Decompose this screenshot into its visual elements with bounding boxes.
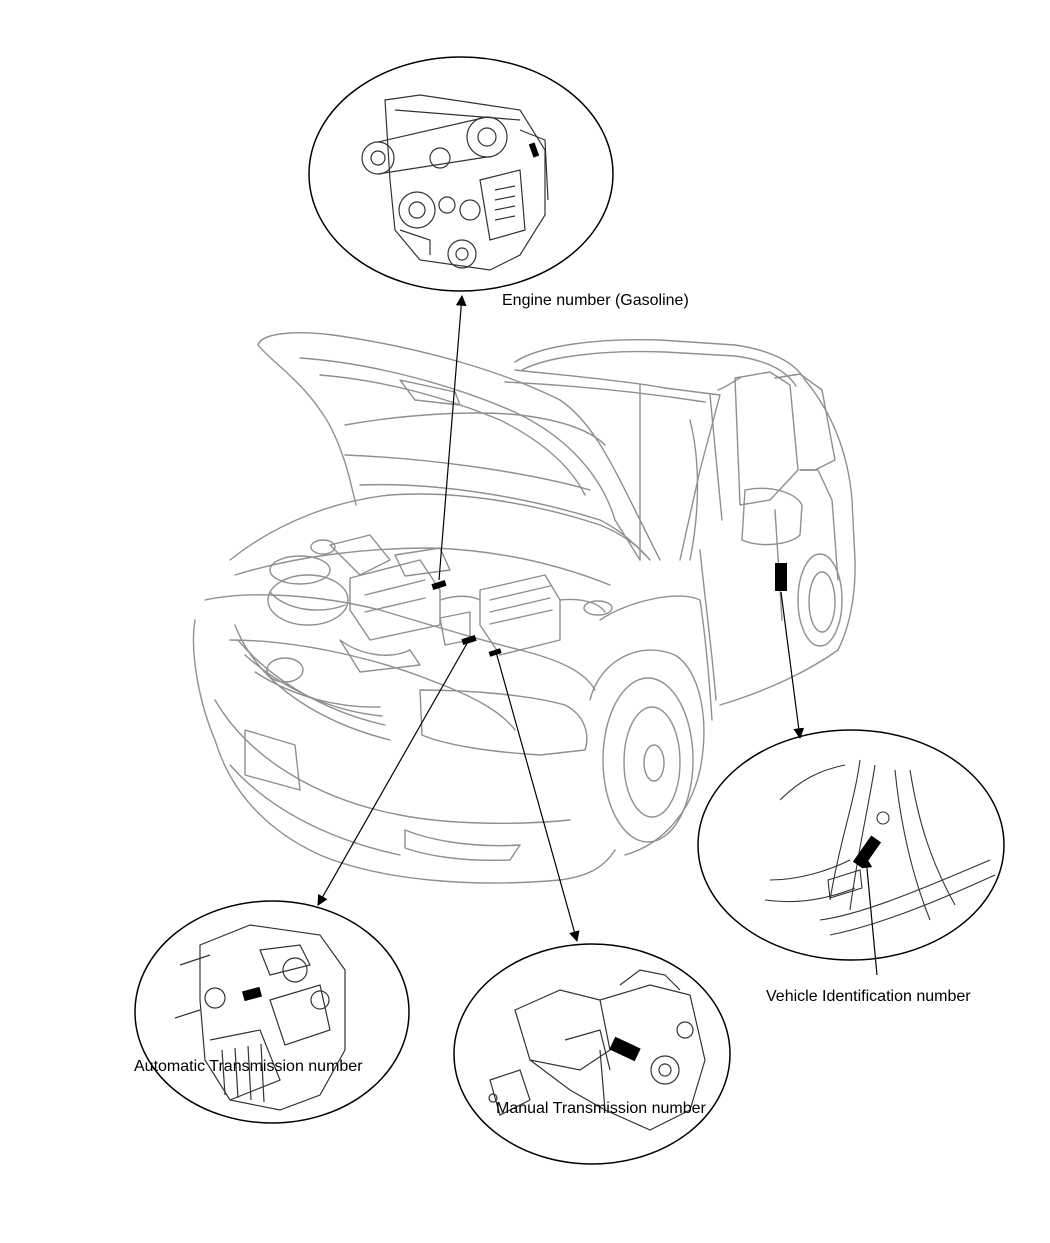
vin-callout: [697, 729, 1005, 961]
vehicle-identification-number-label: Vehicle Identification number: [766, 988, 971, 1005]
automatic-transmission-illustration: [174, 924, 346, 1111]
automatic-transmission-number-label: Automatic Transmission number: [134, 1058, 363, 1075]
manual-transmission-illustration: [488, 969, 706, 1131]
engine-callout: [308, 56, 614, 292]
car-illustration: [192, 332, 856, 884]
engine-number-label: Engine number (Gasoline): [502, 292, 689, 309]
vin-leader-line: [780, 591, 805, 740]
manual-transmission-leader-line: [495, 651, 580, 943]
location-markers: [431, 563, 787, 657]
automatic-transmission-callout: [134, 900, 410, 1124]
engine-illustration: [361, 94, 549, 271]
vin-inner-leader-line: [861, 856, 878, 976]
leader-lines: [317, 294, 878, 976]
manual-transmission-callout: [453, 943, 731, 1165]
vin-illustration: [764, 759, 996, 936]
manual-transmission-number-label: Manual Transmission number: [496, 1100, 706, 1117]
engine-leader-line: [438, 294, 467, 581]
auto-transmission-leader-line: [317, 639, 470, 906]
